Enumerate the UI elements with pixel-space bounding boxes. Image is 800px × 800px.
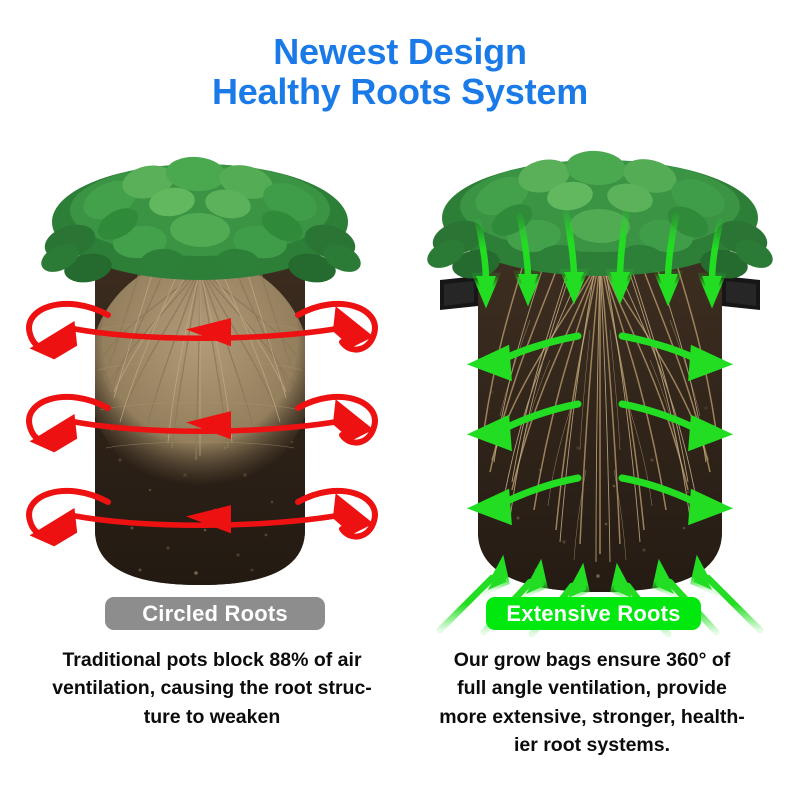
- airflow-ring-1: [26, 300, 378, 360]
- grow-bag-handles: [440, 276, 760, 310]
- grow-bag-illustration: [440, 256, 760, 592]
- caption-line: ventilation, causing the root struc-: [52, 677, 372, 700]
- airflow-side-pair-3: [466, 474, 734, 526]
- fine-root-hairs: [499, 319, 701, 561]
- airflow-side-arrows: [466, 332, 734, 526]
- foliage-right: [427, 150, 773, 279]
- title-line-2: Healthy Roots System: [211, 71, 589, 113]
- caption-line: Our grow bags ensure 360° of: [453, 649, 731, 671]
- potato-plant-foliage: [41, 156, 361, 283]
- caption-line: more extensive, stronger, health-: [439, 705, 745, 728]
- airflow-arrows-circling: [26, 300, 378, 547]
- airflow-arrows-360: [436, 208, 764, 638]
- potato-plant-foliage: [427, 150, 773, 279]
- caption-line: ture to weaken: [143, 705, 281, 728]
- airflow-side-pair-2: [466, 400, 734, 452]
- title-line-1: Newest Design: [273, 31, 527, 72]
- airflow-ring-3: [26, 487, 378, 547]
- root-mat-lines: [97, 320, 303, 449]
- caption-line: ier root systems.: [513, 734, 671, 757]
- caption-grow-bag: Our grow bags ensure 360° of full angle …: [412, 646, 772, 760]
- status-badge-circled-roots: Circled Roots: [105, 597, 325, 630]
- status-badge-extensive-roots: Extensive Roots: [486, 597, 701, 630]
- airflow-side-pair-1: [466, 332, 734, 382]
- airflow-top-arrows: [471, 208, 727, 309]
- badge-label: Circled Roots: [142, 600, 288, 626]
- badge-label: Extensive Roots: [506, 600, 681, 626]
- caption-line: Traditional pots block 88% of air: [62, 649, 362, 671]
- caption-traditional-pot: Traditional pots block 88% of air ventil…: [32, 646, 392, 731]
- panel-traditional-pot: [0, 130, 400, 630]
- page-title: Newest Design Healthy Roots System: [0, 31, 800, 113]
- foliage-left: [41, 156, 361, 283]
- caption-line: full angle ventilation, provide: [457, 677, 727, 700]
- airflow-ring-2: [26, 393, 378, 453]
- panel-grow-bag: [400, 130, 800, 638]
